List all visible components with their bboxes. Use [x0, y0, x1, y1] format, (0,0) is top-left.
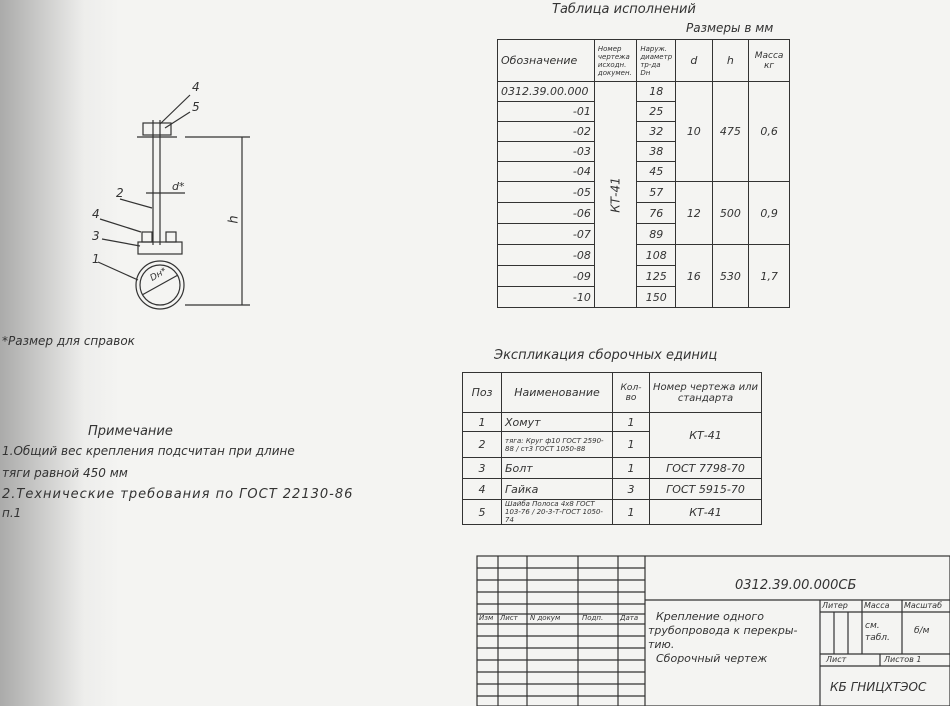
header-cell: Поз	[462, 372, 502, 413]
explication-table: Поз Наименование Кол-во Номер чертежа ил…	[462, 372, 762, 525]
header-cell: Наименование	[501, 372, 613, 413]
header-cell: Наруж. диаметр тр-да Dн	[636, 39, 677, 82]
diameter-cell: 45	[636, 161, 677, 182]
col-header-izm: Изм	[479, 614, 494, 622]
name-cell: Болт	[501, 457, 613, 479]
explication-title: Экспликация сборочных единиц	[494, 348, 718, 363]
reference-note: *Размер для справок	[2, 334, 135, 348]
mass-value: см. табл.	[865, 621, 890, 643]
diameter-cell: 89	[636, 223, 677, 245]
name-line: Сборочный чертеж	[656, 652, 768, 665]
col-header-podp: Подп.	[582, 614, 604, 622]
designation-cell: -02	[497, 121, 595, 142]
name-line: тию.	[648, 638, 675, 651]
pos-cell: 2	[462, 431, 502, 458]
note-line: 2.Технические требования по ГОСТ 22130-8…	[2, 487, 354, 502]
qty-cell: 1	[612, 431, 650, 458]
label-pos4-top: 4	[192, 80, 200, 94]
source-doc-cell: КТ-41	[593, 81, 638, 308]
versions-table: Обозначение Номер чертежа исходн. докуме…	[497, 39, 790, 308]
note-title: Примечание	[88, 424, 173, 439]
std-cell: КТ-41	[649, 499, 762, 525]
header-cell: Масса кг	[748, 39, 790, 82]
sheet-label: Лист	[826, 655, 847, 664]
h-cell: 475	[711, 81, 750, 182]
mass-cell: 1,7	[748, 244, 790, 308]
label-pos1: 1	[92, 252, 100, 266]
doc-number: 0312.39.00.000СБ	[735, 578, 857, 593]
label-pos2: 2	[116, 186, 124, 200]
versions-table-title: Таблица исполнений	[552, 2, 696, 17]
scale-label: Масштаб	[904, 601, 943, 610]
header-cell: Кол-во	[612, 372, 650, 413]
diameter-cell: 150	[636, 286, 677, 308]
label-pos5: 5	[192, 100, 200, 114]
mass-label: Масса	[864, 601, 890, 610]
col-header-list: Лист	[500, 614, 518, 622]
designation-cell: -04	[497, 161, 595, 182]
d-cell: 12	[675, 181, 713, 245]
label-pos3: 3	[92, 229, 100, 243]
col-header-ndokum: N докум	[530, 614, 561, 622]
note-line: п.1	[2, 506, 22, 520]
h-cell: 530	[711, 244, 750, 308]
header-cell: Обозначение	[497, 39, 595, 82]
label-pos4: 4	[92, 207, 100, 221]
mass-cell: 0,6	[748, 81, 790, 182]
versions-table-units: Размеры в мм	[686, 21, 774, 35]
std-cell: КТ-41	[649, 412, 762, 458]
d-cell: 16	[675, 244, 713, 308]
name-cell: Шайба Полоса 4х8 ГОСТ 103-76 / 20-3-Т-ГО…	[501, 499, 613, 525]
note-line: 1.Общий вес крепления подсчитан при длин…	[2, 444, 295, 458]
sheets-label: Листов 1	[884, 655, 922, 664]
label-d: d*	[172, 180, 185, 193]
diameter-cell: 108	[636, 244, 677, 266]
header-cell: Номер чертежа исходн. докумен.	[593, 39, 638, 82]
litera-label: Литер	[822, 601, 848, 610]
d-cell: 10	[675, 81, 713, 182]
note-line: тяги равной 450 мм	[2, 466, 128, 480]
name-line: трубопровода к перекры-	[648, 624, 798, 637]
mass-cell: 0,9	[748, 181, 790, 245]
col-header-data: Дата	[620, 614, 639, 622]
scale-value: б/м	[914, 626, 930, 636]
designation-cell: -10	[497, 286, 595, 308]
std-cell: ГОСТ 7798-70	[649, 457, 762, 479]
organization: КБ ГНИЦХТЭОС	[830, 680, 927, 694]
name-cell: Гайка	[501, 478, 613, 500]
scan-shadow	[0, 0, 120, 706]
name-line: Крепление одного	[656, 610, 764, 623]
header-cell: Номер чертежа или стандарта	[649, 372, 762, 413]
